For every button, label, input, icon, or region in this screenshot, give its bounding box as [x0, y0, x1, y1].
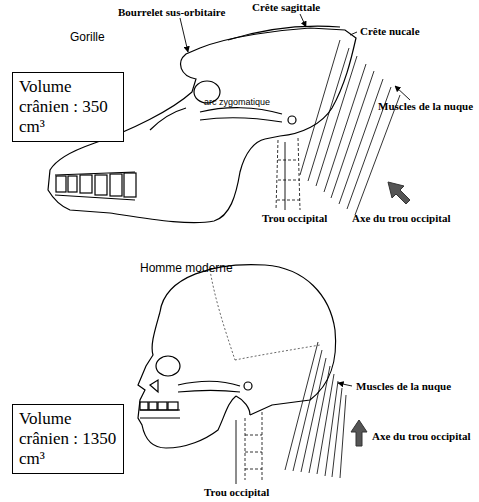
axis-arrow — [351, 420, 367, 446]
part-label: Muscles de la nuque — [378, 100, 473, 112]
volume-text: Volume crânien : 350 cm³ — [19, 77, 117, 137]
gorilla-leader-lines — [180, 14, 410, 210]
part-label: Crête sagittale — [252, 1, 320, 13]
part-label: Muscles de la nuque — [356, 380, 451, 392]
part-label: Trou occipital — [262, 212, 327, 224]
human-sutures — [210, 270, 320, 360]
human-neck-vertebrae — [245, 412, 262, 480]
volume-text: Volume crânien : 1350 cm³ — [19, 409, 117, 469]
axis-arrow — [388, 182, 410, 204]
human-neck-muscles — [285, 342, 346, 478]
human-skull — [138, 265, 336, 448]
part-label: Gorille — [70, 30, 105, 44]
part-label: arc zygomatique — [204, 97, 270, 107]
part-label: Axe du trou occipital — [352, 212, 451, 224]
human-leader-lines — [236, 383, 352, 484]
volume-box: Volume crânien : 1350 cm³ — [12, 404, 124, 474]
part-label: Axe du trou occipital — [372, 430, 471, 442]
part-label: Bourrelet sus-orbitaire — [118, 6, 225, 18]
volume-box: Volume crânien : 350 cm³ — [12, 72, 124, 142]
part-label: Trou occipital — [204, 486, 269, 498]
gorilla-neck-vertebrae — [276, 138, 300, 210]
part-label: Homme moderne — [140, 261, 233, 275]
gorilla-neck-muscles — [300, 40, 400, 215]
part-label: Crête nucale — [360, 25, 420, 37]
